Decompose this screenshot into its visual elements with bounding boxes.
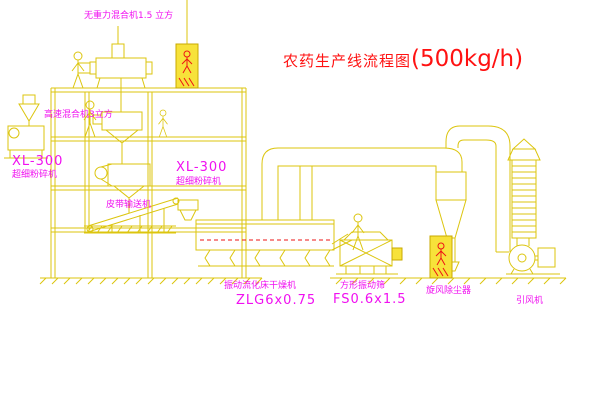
fluid-bed-dryer-machine — [195, 219, 353, 267]
worker-figure-1 — [71, 51, 85, 89]
title-capacity: (500kg/h) — [411, 46, 524, 72]
gravity-mixer-machine — [77, 26, 153, 112]
exhaust-duct — [261, 125, 511, 253]
exhaust-stack — [507, 138, 541, 239]
control-cabinet-2 — [429, 235, 453, 279]
diagram-title: 农药生产线流程图(500kg/h) — [283, 46, 523, 72]
high-speed-mixer-machine — [92, 111, 143, 164]
ultrafine-mill-left — [4, 94, 48, 159]
label-left-mill-name: 超细粉碎机 — [12, 170, 58, 180]
label-sieve-model: FS0.6x1.5 — [333, 292, 407, 307]
label-dryer-model: ZLG6x0.75 — [236, 293, 317, 308]
feed-hopper — [177, 199, 199, 221]
label-left-mill-model: XL-300 — [12, 154, 64, 169]
label-gravity-mixer: 无重力混合机1.5 立方 — [84, 11, 174, 21]
label-fan: 引风机 — [516, 296, 544, 306]
cabinet-figure-icon — [432, 242, 449, 277]
label-sieve-name: 方形振动筛 — [340, 281, 386, 291]
control-cabinet-1 — [175, 0, 199, 89]
induced-draft-fan-machine — [506, 238, 560, 275]
label-center-mill-name: 超细粉碎机 — [176, 177, 222, 187]
worker-figure-3 — [158, 109, 168, 138]
ground-line — [39, 277, 567, 285]
belt-conveyor-machine — [84, 197, 180, 234]
label-dryer-name: 振动流化床干燥机 — [224, 281, 297, 291]
vibrating-sieve-machine — [336, 231, 403, 275]
label-belt-conveyor: 皮带输送机 — [106, 200, 152, 210]
cabinet-figure-icon — [178, 50, 195, 87]
label-cyclone: 旋风除尘器 — [426, 286, 472, 296]
label-center-mill-model: XL-300 — [176, 160, 228, 175]
title-text: 农药生产线流程图 — [283, 52, 412, 70]
worker-figure-2 — [83, 100, 97, 138]
ultrafine-mill-center — [94, 163, 151, 213]
label-high-speed-mixer: 高速混合机3立方 — [44, 110, 113, 120]
worker-figure-4 — [351, 213, 365, 251]
